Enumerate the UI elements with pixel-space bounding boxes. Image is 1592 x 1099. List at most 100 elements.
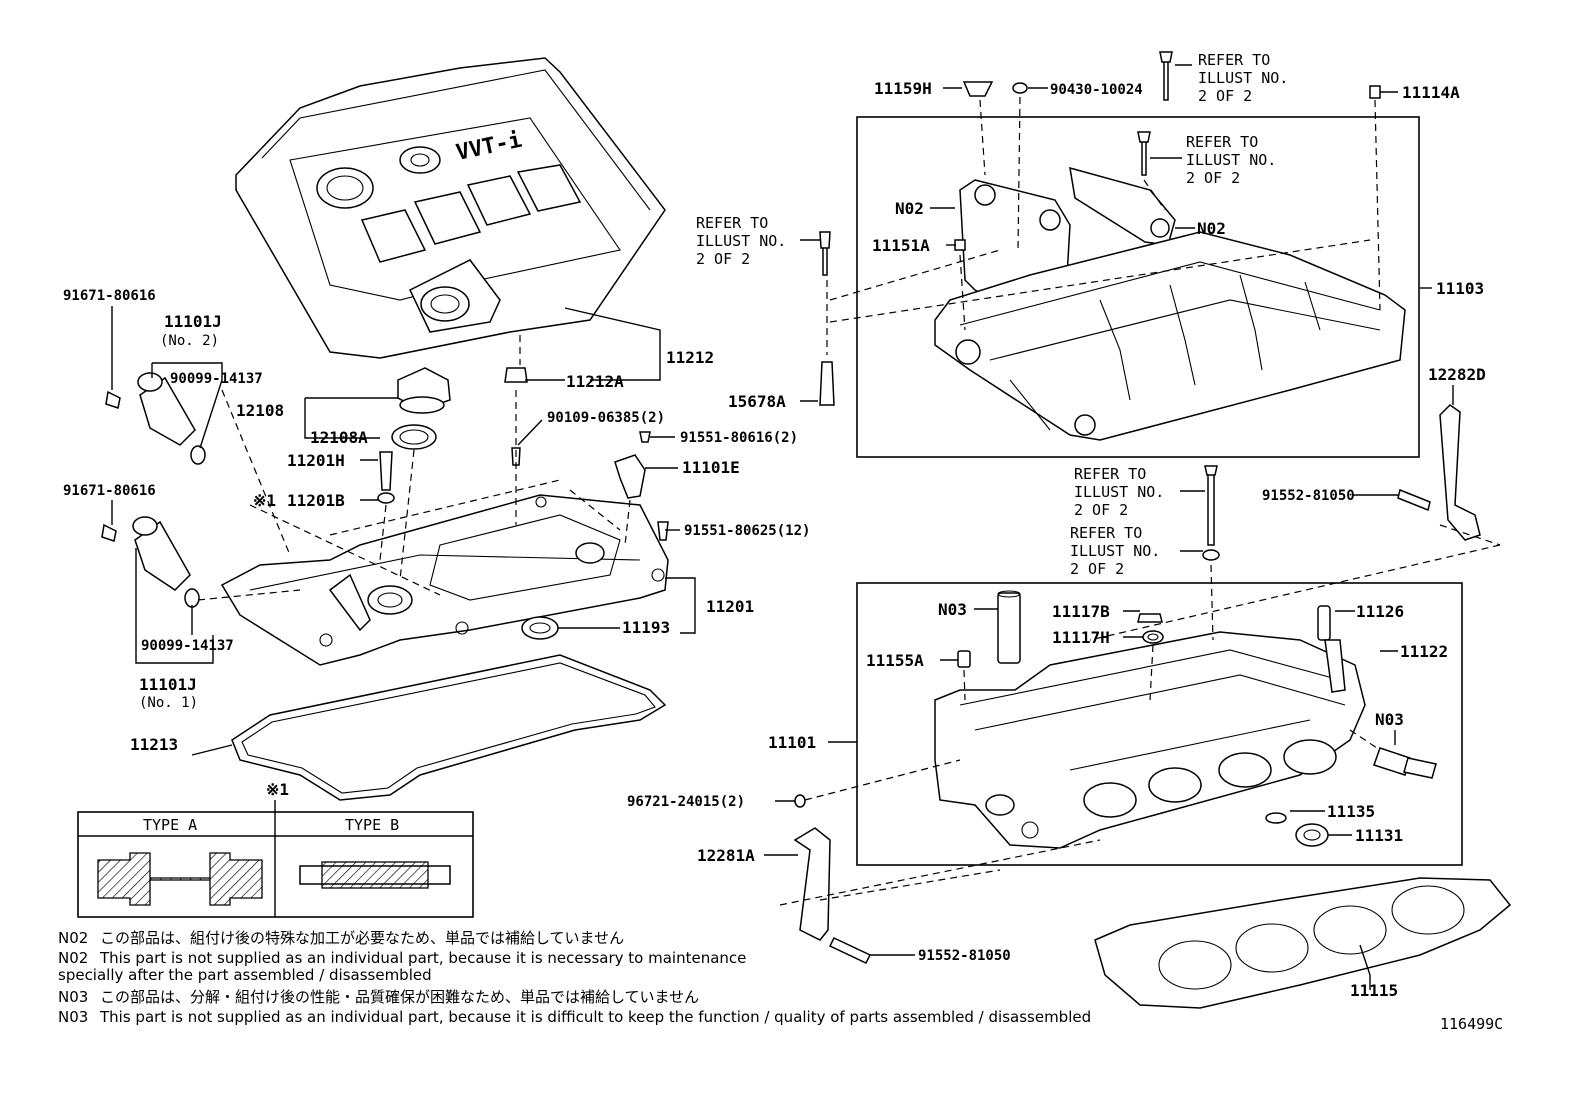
svg-text:REFER TO: REFER TO [1070,524,1142,542]
label-11101: 11101 [768,733,816,752]
label-11155A: 11155A [866,651,924,670]
label-91552-81050-lower: 91552-81050 [918,948,1011,964]
svg-text:2 OF 2: 2 OF 2 [1070,560,1124,578]
head-cover-gasket-drawing [231,654,667,801]
label-N03-left: N03 [938,600,967,619]
label-11151A: 11151A [872,236,930,255]
cam-sensor-drawing [614,454,646,499]
label-11131: 11131 [1355,826,1403,845]
label-91551-80616: 91551-80616(2) [680,430,798,446]
label-11103: 11103 [1436,279,1484,298]
label-12108A: 12108A [310,428,368,447]
engine-hanger-front-drawing [793,827,831,941]
label-11101J-no2: 11101J [164,312,222,331]
label-11212: 11212 [666,348,714,367]
note-code: N02 [58,929,89,947]
label-11101J-no1: 11101J [139,675,197,694]
label-96721-24015: 96721-24015(2) [627,794,745,810]
note-code: N03 [58,1008,89,1026]
oil-control-valve-no2-drawing [105,372,206,465]
label-11101J-no1-sub: (No. 1) [139,695,198,711]
label-11201B: 11201B [287,491,345,510]
label-11122: 11122 [1400,642,1448,661]
leader-lines [111,64,1454,990]
svg-text:REFER TO: REFER TO [696,214,768,232]
type-table [77,811,474,918]
label-12282D: 12282D [1428,365,1486,384]
plug-seal-drawing [521,616,559,640]
type-b-label: TYPE B [345,816,399,834]
note-text: この部品は、組付け後の特殊な加工が必要なため、単品では補給していません [100,929,625,947]
label-11213: 11213 [130,735,178,754]
note-code: N03 [58,988,89,1006]
part-labels: 91671-80616 11101J (No. 2) 90099-14137 9… [63,79,1486,1000]
label-11115: 11115 [1350,981,1398,1000]
label-12281A: 12281A [697,846,755,865]
label-N02-right: N02 [1197,219,1226,238]
label-11101J-no2-sub: (No. 2) [160,333,219,349]
refer-to-head-bolt: REFER TO ILLUST NO. 2 OF 2 [1074,465,1164,519]
svg-text:ILLUST NO.: ILLUST NO. [696,232,786,250]
label-90109-06385: 90109-06385(2) [547,410,665,426]
label-90430-10024: 90430-10024 [1050,82,1143,98]
svg-text:ILLUST NO.: ILLUST NO. [1186,151,1276,169]
label-91671-80616-upper: 91671-80616 [63,288,156,304]
head-gasket-drawing [1094,877,1512,1009]
label-N02-left: N02 [895,199,924,218]
note-code: N02 [58,949,89,967]
label-11114A: 11114A [1402,83,1460,102]
svg-text:2 OF 2: 2 OF 2 [1186,169,1240,187]
svg-text:REFER TO: REFER TO [1198,51,1270,69]
label-11117H: 11117H [1052,628,1110,647]
bearing-cap-group-frame [856,116,1420,458]
label-11117B: 11117B [1052,602,1110,621]
label-11201: 11201 [706,597,754,616]
label-11201B-mark: ※1 [253,491,276,510]
cylinder-head-group-frame [856,582,1463,866]
cylinder-head-drawing [934,631,1366,849]
camshaft-housing-drawing [934,231,1406,441]
label-11126: 11126 [1356,602,1404,621]
svg-text:ILLUST NO.: ILLUST NO. [1070,542,1160,560]
label-11135: 11135 [1327,802,1375,821]
label-11193: 11193 [622,618,670,637]
svg-text:ILLUST NO.: ILLUST NO. [1198,69,1288,87]
svg-text:REFER TO: REFER TO [1074,465,1146,483]
note-text: This part is not supplied as an individu… [100,949,747,967]
label-91671-80616-lower: 91671-80616 [63,483,156,499]
label-91552-81050-upper: 91552-81050 [1262,488,1355,504]
oil-filler-cap-drawing [391,367,451,450]
cylinder-head-small-parts [957,590,1437,847]
svg-text:2 OF 2: 2 OF 2 [1198,87,1252,105]
refer-to-head-washer: REFER TO ILLUST NO. 2 OF 2 [1070,524,1160,578]
label-12108: 12108 [236,401,284,420]
assembly-dashed-lines [197,96,1501,906]
svg-text:REFER TO: REFER TO [1186,133,1258,151]
label-15678A: 15678A [728,392,786,411]
label-N03-right: N03 [1375,710,1404,729]
svg-text:ILLUST NO.: ILLUST NO. [1074,483,1164,501]
refer-to-upper-right: REFER TO ILLUST NO. 2 OF 2 [1198,51,1288,105]
svg-text:2 OF 2: 2 OF 2 [1074,501,1128,519]
refer-to-left: REFER TO ILLUST NO. 2 OF 2 [696,214,786,268]
illustration-number: 116499C [1440,1015,1503,1033]
label-91551-80625: 91551-80625(12) [684,523,810,539]
cylinder-head-cover-drawing [220,494,669,666]
label-11212A: 11212A [566,372,624,391]
label-11101E: 11101E [682,458,740,477]
svg-text:2 OF 2: 2 OF 2 [696,250,750,268]
type-table-mark: ※1 [266,780,289,799]
label-11159H: 11159H [874,79,932,98]
oil-control-valve-no1-drawing [101,516,200,608]
label-11201H: 11201H [287,451,345,470]
note-text: This part is not supplied as an individu… [100,1008,1092,1026]
label-90099-14137-lower: 90099-14137 [141,638,234,654]
note-n02-ja: N02 この部品は、組付け後の特殊な加工が必要なため、単品では補給していません [58,930,624,947]
type-a-label: TYPE A [143,816,197,834]
label-90099-14137-upper: 90099-14137 [170,371,263,387]
engine-cover-drawing: VVT-i [235,57,666,359]
refer-to-caps: REFER TO ILLUST NO. 2 OF 2 [1186,133,1276,187]
note-n03-en: N03 This part is not supplied as an indiv… [58,1009,1091,1026]
